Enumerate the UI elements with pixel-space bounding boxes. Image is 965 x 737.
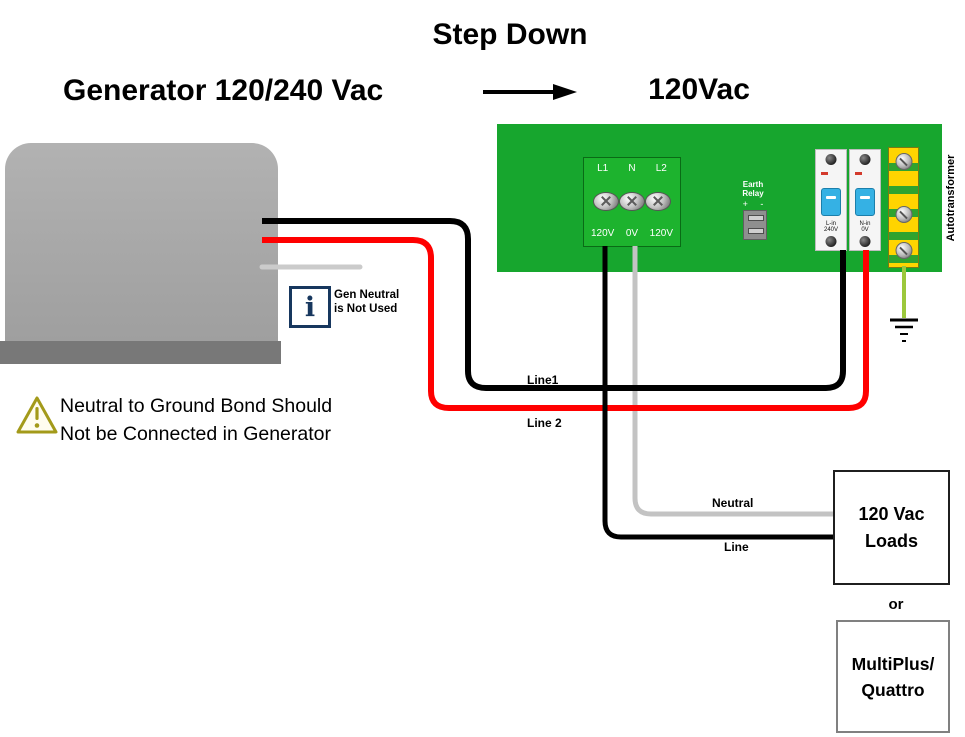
earth-relay-terminal xyxy=(743,210,767,240)
breaker-right-label: N-in 0V xyxy=(859,221,871,233)
line-label: Line xyxy=(724,540,749,554)
terminal-voltage-l1: 120V xyxy=(590,228,615,239)
terminal-voltage-l2: 120V xyxy=(649,228,673,239)
output-voltage-title: 120Vac xyxy=(648,73,750,106)
neutral-label: Neutral xyxy=(712,496,754,510)
terminal-screw-icon xyxy=(645,191,671,211)
breaker-module-left: L-in 240V xyxy=(815,149,847,251)
breaker-indicator xyxy=(821,172,828,175)
ground-symbol-icon xyxy=(890,318,918,342)
earth-relay-polarity: + - xyxy=(742,199,764,209)
step-down-arrow-icon xyxy=(483,84,577,100)
breaker-screw-icon xyxy=(825,154,837,165)
earth-relay-label: Earth Relay xyxy=(742,180,764,198)
busbar-screw-icon xyxy=(895,153,912,170)
breaker-screw-icon xyxy=(859,236,871,247)
terminal-voltage-n: 0V xyxy=(625,228,639,239)
terminal-voltages-row: 120V 0V 120V xyxy=(588,228,676,239)
breaker-toggle-icon xyxy=(855,188,875,216)
breaker-indicator xyxy=(855,172,862,175)
page-title: Step Down xyxy=(432,18,588,51)
generator-base xyxy=(0,341,281,364)
warning-text: Neutral to Ground Bond Should Not be Con… xyxy=(60,395,333,445)
multiplus-box: MultiPlus/ Quattro xyxy=(836,620,950,733)
gen-neutral-note: Gen Neutral is Not Used xyxy=(334,289,400,315)
info-icon: i xyxy=(289,286,331,328)
info-glyph: i xyxy=(304,291,316,323)
neutral-wire xyxy=(632,246,834,517)
terminal-label-n: N xyxy=(628,163,636,174)
busbar-screw-icon xyxy=(895,242,912,259)
generator-body xyxy=(5,143,278,341)
terminal-label-l2: L2 xyxy=(655,163,667,174)
breaker-toggle-icon xyxy=(821,188,841,216)
line-out-wire xyxy=(602,246,834,540)
terminal-labels-row: L1 N L2 xyxy=(588,163,676,174)
terminal-screw-icon xyxy=(619,191,645,211)
line2-label: Line 2 xyxy=(527,416,562,430)
warning-icon xyxy=(16,396,58,434)
loads-box: 120 Vac Loads xyxy=(833,470,950,585)
breaker-left-label: L-in 240V xyxy=(823,221,838,233)
terminal-label-l1: L1 xyxy=(597,163,609,174)
autotransformer-label: Autotransformer xyxy=(945,154,957,242)
breaker-screw-icon xyxy=(825,236,837,247)
generator-title: Generator 120/240 Vac xyxy=(63,74,384,107)
input-terminal-block: L1 N L2 120V 0V 120V xyxy=(583,157,681,247)
terminal-screws-row xyxy=(588,191,676,211)
breaker-module-right: N-in 0V xyxy=(849,149,881,251)
terminal-screw-icon xyxy=(593,191,619,211)
or-label: or xyxy=(888,596,904,613)
ground-busbar xyxy=(888,147,919,268)
breaker-screw-icon xyxy=(859,154,871,165)
circuit-breakers: L-in 240V N-in 0V xyxy=(815,149,881,251)
line1-label: Line1 xyxy=(527,373,559,387)
autotransformer-panel: L1 N L2 120V 0V 120V Earth Relay + - xyxy=(497,124,942,272)
busbar-screw-icon xyxy=(895,206,912,223)
